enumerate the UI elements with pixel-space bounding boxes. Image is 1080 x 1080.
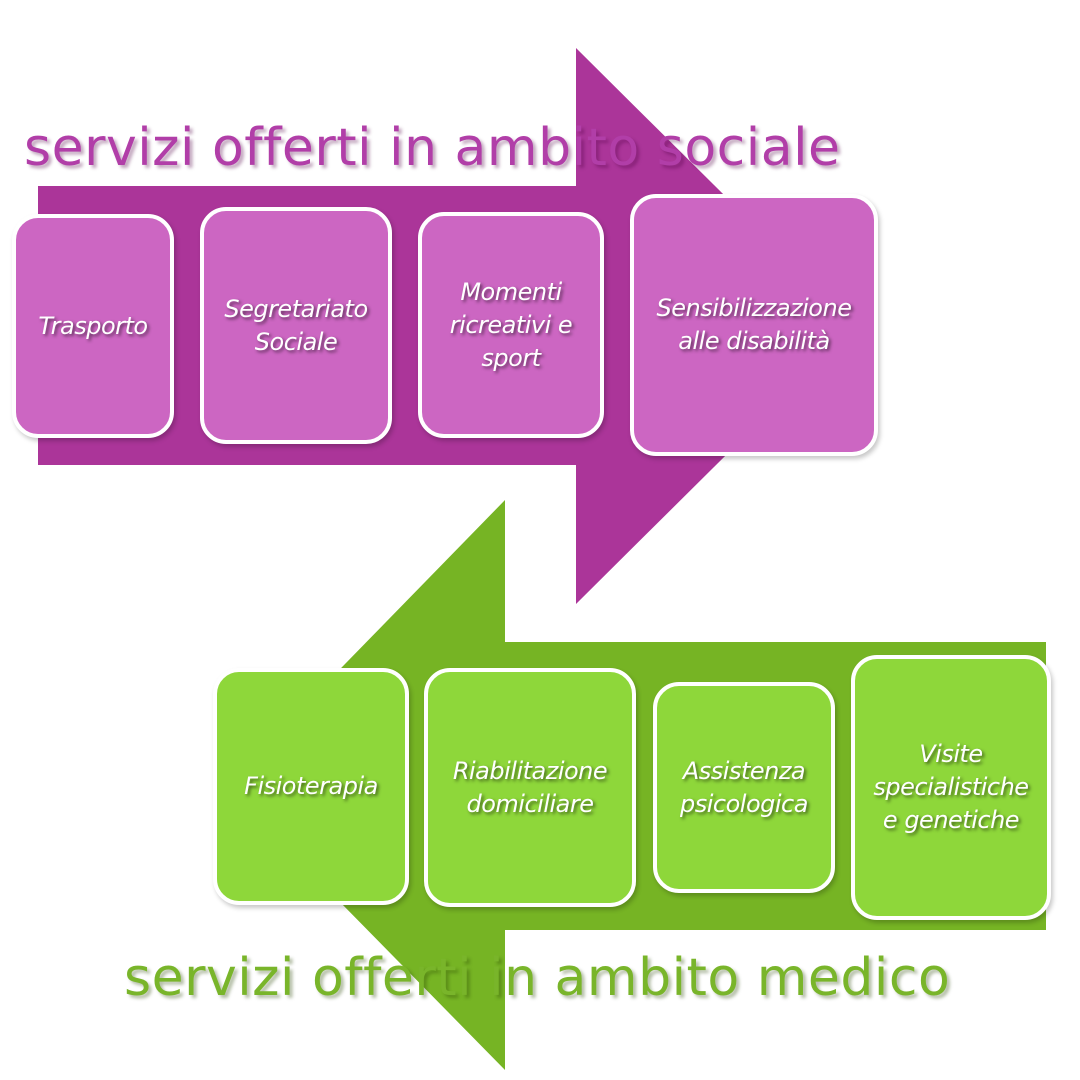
- service-label: Segretariato Sociale: [224, 294, 368, 356]
- service-label: Fisioterapia: [244, 772, 378, 800]
- service-box-recreation-sport: Momenti ricreativi e sport: [418, 212, 604, 438]
- social-services-title: servizi offerti in ambito sociale: [24, 118, 841, 178]
- medical-services-title: servizi offerti in ambito medico: [124, 948, 951, 1008]
- service-label: Riabilitazione domiciliare: [452, 756, 608, 818]
- medical-arrow: [226, 500, 1046, 1070]
- service-label: Assistenza psicologica: [680, 756, 808, 818]
- service-box-specialist-genetic-visits: Visite specialistiche e genetiche: [851, 655, 1051, 920]
- service-box-disability-awareness: Sensibilizzazione alle disabilità: [630, 194, 878, 456]
- service-label: Sensibilizzazione alle disabilità: [656, 294, 852, 355]
- service-box-secretariat: Segretariato Sociale: [200, 207, 392, 444]
- service-box-psychological-support: Assistenza psicologica: [653, 682, 835, 893]
- service-label: Visite specialistiche e genetiche: [873, 740, 1029, 834]
- service-label: Trasporto: [38, 311, 148, 340]
- service-box-transport: Trasporto: [12, 214, 174, 438]
- service-box-home-rehabilitation: Riabilitazione domiciliare: [424, 668, 636, 907]
- service-label: Momenti ricreativi e sport: [449, 277, 573, 372]
- service-box-physiotherapy: Fisioterapia: [213, 668, 409, 905]
